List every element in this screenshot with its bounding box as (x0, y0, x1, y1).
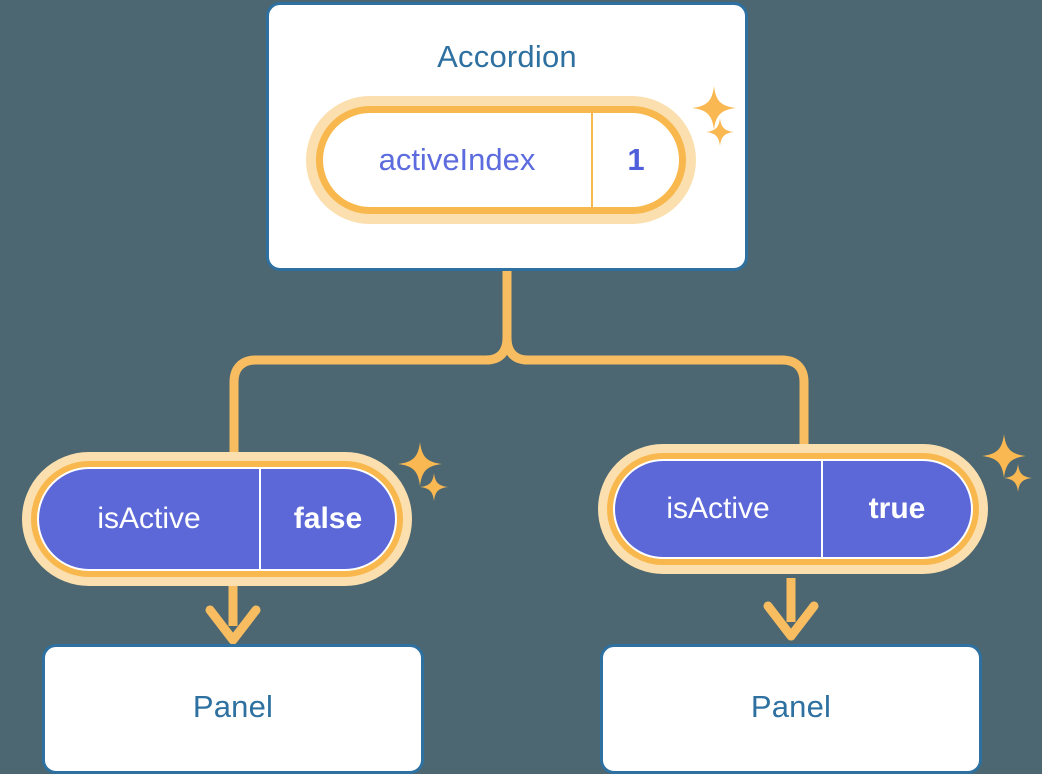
state-key-label: isActive (615, 461, 823, 557)
pill-body: isActive false (37, 467, 397, 571)
state-pill-isactive-right[interactable]: isActive true (598, 444, 988, 574)
pill-ring: isActive false (22, 452, 412, 586)
state-key-label: activeIndex (323, 113, 593, 207)
state-value-label: false (293, 502, 363, 535)
panel-component-card-left[interactable]: Panel (42, 644, 424, 774)
state-pill-isactive-left[interactable]: isActive false (22, 452, 412, 586)
sparkle-icon (1004, 464, 1032, 492)
pill-ring: activeIndex 1 (306, 96, 696, 224)
sparkle-icon (982, 434, 1026, 478)
panel-title: Panel (192, 689, 274, 724)
state-key-label: isActive (39, 469, 261, 569)
accordion-title: Accordion (437, 39, 577, 74)
panel-title: Panel (750, 689, 832, 724)
connector-trunk-split (502, 266, 809, 457)
state-pill-activeindex[interactable]: activeIndex 1 (306, 96, 696, 224)
arrow-right-pill-to-panel (763, 578, 819, 641)
sparkle-icon (420, 473, 448, 501)
connector-trunk-split-left (229, 333, 512, 467)
state-value-label: true (868, 492, 926, 525)
arrow-left-pill-to-panel (205, 586, 261, 645)
state-value-label: 1 (627, 142, 645, 177)
pill-body: activeIndex 1 (323, 113, 679, 207)
pill-body: isActive true (613, 459, 973, 559)
pill-ring: isActive true (598, 444, 988, 574)
panel-component-card-right[interactable]: Panel (600, 644, 982, 774)
